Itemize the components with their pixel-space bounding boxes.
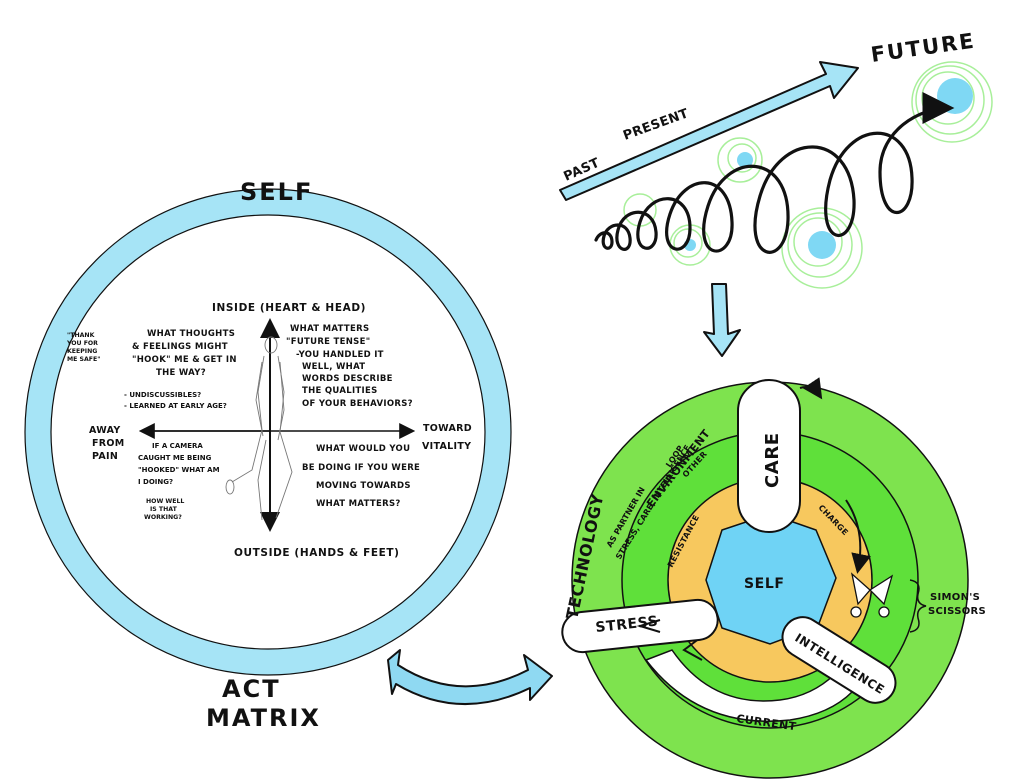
scissors-label: SCISSORS xyxy=(928,606,986,617)
svg-text:- LEARNED AT EARLY AGE?: - LEARNED AT EARLY AGE? xyxy=(124,402,227,410)
act-label: ACT xyxy=(222,675,281,703)
svg-text:HOW WELL: HOW WELL xyxy=(146,498,184,505)
svg-text:WHAT WOULD YOU: WHAT WOULD YOU xyxy=(316,444,410,454)
svg-text:THE WAY?: THE WAY? xyxy=(156,368,206,378)
quadrant-upper-right: WHAT MATTERS "FUTURE TENSE" -YOU HANDLED… xyxy=(286,324,413,409)
brace xyxy=(909,579,927,633)
quote-thank-you: "THANK YOU FOR KEEPING ME SAFE" xyxy=(66,332,100,363)
svg-text:-YOU HANDLED IT: -YOU HANDLED IT xyxy=(296,350,384,360)
svg-text:FROM: FROM xyxy=(92,438,125,449)
timeline-future: FUTURE xyxy=(869,29,977,67)
svg-text:AWAY: AWAY xyxy=(89,425,121,436)
blue-dots xyxy=(684,78,973,259)
svg-text:PAIN: PAIN xyxy=(92,451,118,462)
svg-text:IF A CAMERA: IF A CAMERA xyxy=(152,442,203,450)
walking-figure-sketch xyxy=(225,336,293,521)
axis-bottom-label: OUTSIDE (HANDS & FEET) xyxy=(234,547,400,559)
svg-text:"HOOKED" WHAT AM: "HOOKED" WHAT AM xyxy=(138,466,220,474)
care-capsule xyxy=(737,379,801,533)
svg-text:WORDS DESCRIBE: WORDS DESCRIBE xyxy=(302,374,393,384)
model-self-label: SELF xyxy=(744,576,785,592)
stress-label: STRESS xyxy=(595,613,659,636)
svg-text:"FUTURE TENSE": "FUTURE TENSE" xyxy=(286,337,370,347)
svg-text:WHAT THOUGHTS: WHAT THOUGHTS xyxy=(147,329,235,339)
matrix-label: MATRIX xyxy=(206,704,321,732)
svg-text:- UNDISCUSSIBLES?: - UNDISCUSSIBLES? xyxy=(124,391,201,399)
axis-top-label: INSIDE (HEART & HEAD) xyxy=(212,302,366,314)
svg-text:TOWARD: TOWARD xyxy=(423,423,472,434)
care-label: CARE xyxy=(762,432,783,488)
svg-text:KEEPING: KEEPING xyxy=(67,348,97,355)
svg-text:WHAT MATTERS?: WHAT MATTERS? xyxy=(316,499,401,509)
svg-text:I DOING?: I DOING? xyxy=(138,478,173,486)
svg-text:WORKING?: WORKING? xyxy=(144,514,182,521)
quadrant-lower-left: IF A CAMERA CAUGHT ME BEING "HOOKED" WHA… xyxy=(138,442,220,521)
svg-text:THE QUALITIES: THE QUALITIES xyxy=(302,386,378,396)
svg-text:VITALITY: VITALITY xyxy=(422,441,471,452)
svg-text:BE DOING IF YOU WERE: BE DOING IF YOU WERE xyxy=(302,463,420,473)
scribble-circles xyxy=(623,61,993,289)
svg-text:CAUGHT ME BEING: CAUGHT ME BEING xyxy=(138,454,212,462)
svg-text:WELL, WHAT: WELL, WHAT xyxy=(302,362,365,372)
scissors-icon xyxy=(850,572,894,618)
self-core xyxy=(705,513,837,645)
down-arrow xyxy=(703,283,741,357)
svg-text:WHAT MATTERS: WHAT MATTERS xyxy=(290,324,369,334)
svg-text:& FEELINGS MIGHT: & FEELINGS MIGHT xyxy=(132,342,228,352)
quadrant-lower-right: WHAT WOULD YOU BE DOING IF YOU WERE MOVI… xyxy=(302,444,420,509)
act-matrix-section: SELF INSIDE (HEART & HEAD) OUTSIDE (HAND… xyxy=(24,178,512,732)
simons-label: SIMON'S xyxy=(930,592,980,603)
svg-text:OF YOUR BEHAVIORS?: OF YOUR BEHAVIORS? xyxy=(302,399,413,409)
axis-right-label: TOWARD VITALITY xyxy=(422,423,472,452)
intelligence-capsule xyxy=(781,616,897,704)
double-arrow xyxy=(387,649,553,706)
svg-text:"HOOK" ME & GET IN: "HOOK" ME & GET IN xyxy=(132,355,237,365)
axis-left-label: AWAY FROM PAIN xyxy=(89,425,125,462)
self-circle-title: SELF xyxy=(240,178,313,206)
timeline-arrow xyxy=(559,61,859,201)
svg-text:MOVING TOWARDS: MOVING TOWARDS xyxy=(316,481,411,491)
svg-text:IS THAT: IS THAT xyxy=(150,506,178,513)
quadrant-upper-left: WHAT THOUGHTS & FEELINGS MIGHT "HOOK" ME… xyxy=(124,329,237,410)
svg-text:"THANK: "THANK xyxy=(67,332,95,339)
svg-text:ME SAFE": ME SAFE" xyxy=(67,356,100,363)
svg-text:YOU FOR: YOU FOR xyxy=(66,340,98,347)
self-ring xyxy=(25,189,511,675)
time-spiral xyxy=(594,92,955,254)
timeline-section: PAST PRESENT FUTURE xyxy=(559,29,993,357)
self-model-section: SELF CARE STRESS INTELLIGENCE RESISTANCE… xyxy=(561,377,986,779)
